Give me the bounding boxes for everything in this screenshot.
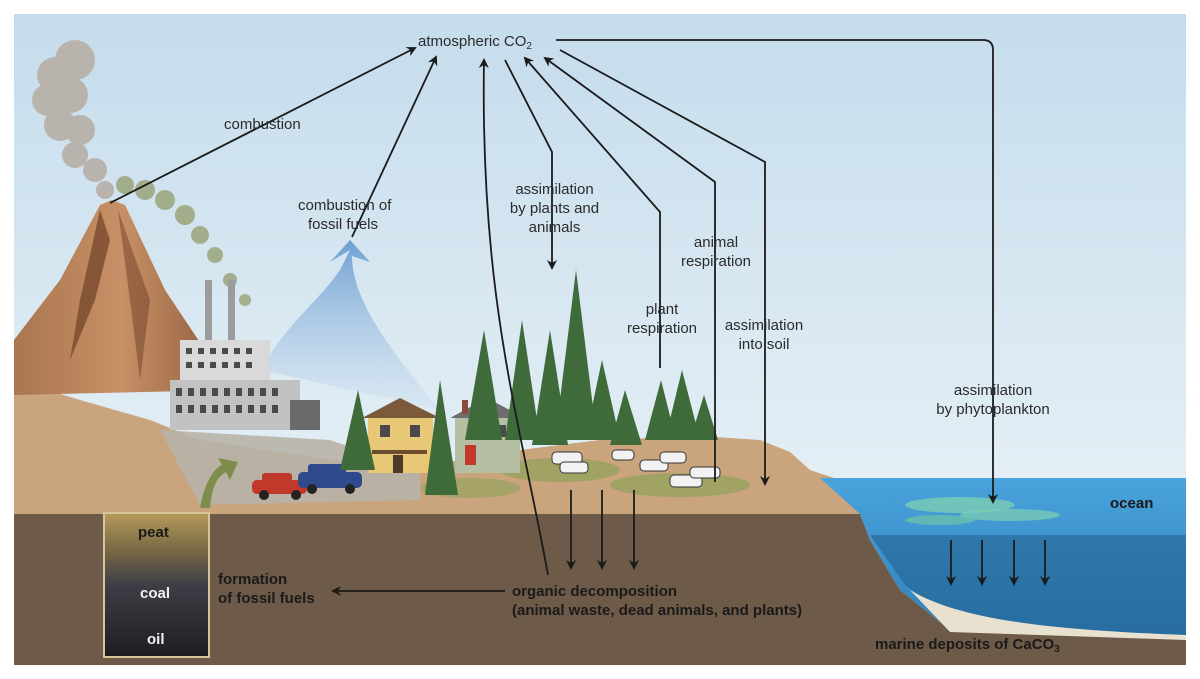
phytoplankton	[960, 509, 1060, 521]
label-assim-soil: assimilation into soil	[724, 317, 804, 353]
arrow-assim-soil	[559, 49, 770, 486]
volcano-plume	[116, 176, 251, 306]
formation-arrow-green	[200, 458, 238, 508]
underground	[14, 514, 1186, 665]
forest	[340, 270, 718, 495]
arrow-fossil-combustion	[351, 55, 438, 238]
label-formation: formation of fossil fuels	[218, 571, 315, 607]
label-assim-phyto: assimilation by phytoplankton	[936, 382, 1050, 418]
car-red	[252, 473, 307, 500]
arrow-plant-respiration	[523, 56, 661, 368]
label-combustion: combustion	[224, 116, 301, 133]
label-coal: coal	[140, 585, 171, 602]
fossil-fuel-layers	[103, 512, 210, 658]
volcano-smoke	[32, 40, 114, 199]
arrow-animal-respiration	[543, 56, 716, 482]
arrow-decomposition-up	[478, 58, 549, 576]
label-peat: peat	[138, 524, 169, 541]
label-assim-plants: assimilation by plants and animals	[509, 181, 600, 236]
label-plant-respiration: plant respiration	[626, 301, 698, 337]
arrow-combustion	[109, 47, 417, 204]
label-atmospheric-co2: atmospheric CO2	[418, 33, 532, 52]
volcano-shadow	[70, 210, 110, 360]
label-organic-decomposition: organic decomposition (animal waste, dea…	[512, 583, 803, 619]
house-yellow	[362, 398, 440, 473]
flow-arrows	[109, 39, 1050, 596]
volcano-shadow	[118, 210, 150, 380]
car-blue	[298, 464, 362, 494]
label-marine-deposits: marine deposits of CaCO3	[875, 636, 1060, 655]
phytoplankton	[905, 497, 1015, 513]
label-combustion-fossil: combustion of fossil fuels	[298, 197, 392, 233]
marine-sediment	[910, 590, 1186, 640]
label-ocean: ocean	[1110, 495, 1154, 512]
volcano	[14, 200, 230, 395]
power-plant	[170, 280, 320, 430]
arrow-assim-plants	[504, 59, 557, 270]
phytoplankton	[905, 515, 975, 525]
cows	[551, 449, 721, 488]
fossil-combustion-arrow	[262, 240, 440, 410]
label-animal-respiration: animal respiration	[680, 234, 752, 270]
arrow-assim-phyto	[556, 39, 998, 504]
label-oil: oil	[147, 631, 165, 648]
